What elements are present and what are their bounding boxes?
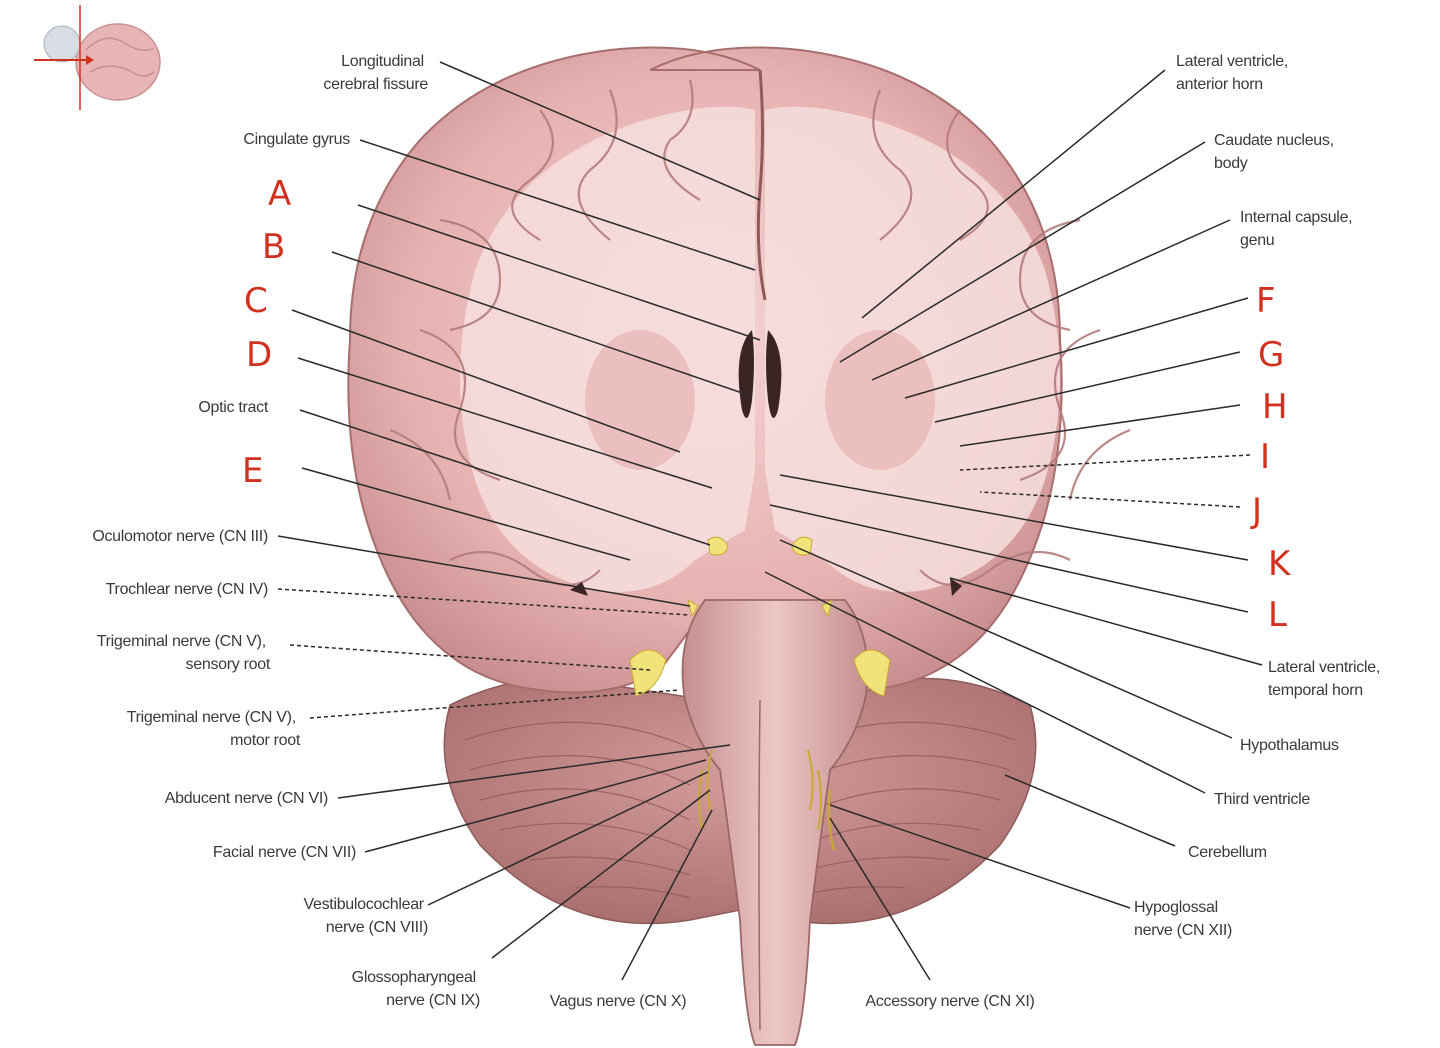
letter-e: E [242,451,263,491]
letter-l: L [1268,595,1287,635]
letter-k: K [1268,544,1292,584]
label-lateral-ventricle-temporal: Lateral ventricle, temporal horn [1268,659,1384,699]
letter-b: B [262,227,285,267]
label-third-ventricle: Third ventricle [1214,791,1310,808]
label-trochlear-nerve: Trochlear nerve (CN IV) [106,581,268,598]
letter-g: G [1258,335,1284,375]
letter-j: J [1250,491,1262,531]
letter-d: D [246,335,272,375]
label-internal-capsule: Internal capsule, genu [1240,209,1356,249]
label-trigeminal-motor: Trigeminal nerve (CN V), motor root [127,709,301,749]
letter-h: H [1262,387,1288,427]
label-accessory-nerve: Accessory nerve (CN XI) [865,993,1034,1010]
letter-c: C [244,281,268,321]
annotation-letters-right: F G H I J K L [1250,281,1292,635]
label-lateral-ventricle-anterior: Lateral ventricle, anterior horn [1176,53,1292,93]
label-cingulate-gyrus: Cingulate gyrus [243,131,350,148]
label-longitudinal-fissure: Longitudinal cerebral fissure [323,53,428,93]
letter-f: F [1256,281,1276,321]
label-abducent-nerve: Abducent nerve (CN VI) [165,790,328,807]
labels-left: Longitudinal cerebral fissure Cingulate … [92,53,686,1010]
label-oculomotor-nerve: Oculomotor nerve (CN III) [92,528,268,545]
label-hypoglossal-nerve: Hypoglossal nerve (CN XII) [1134,899,1232,939]
label-optic-tract: Optic tract [198,399,268,416]
labels-right: Lateral ventricle, anterior horn Caudate… [865,53,1384,1010]
label-trigeminal-sensory: Trigeminal nerve (CN V), sensory root [97,633,271,673]
cranial-nerve-stubs [629,536,891,697]
label-vestibulocochlear-nerve: Vestibulocochlear nerve (CN VIII) [304,896,428,936]
label-caudate-nucleus: Caudate nucleus, body [1214,132,1338,172]
label-hypothalamus: Hypothalamus [1240,737,1339,754]
leader-lines-left [277,61,761,981]
label-cerebellum: Cerebellum [1188,844,1267,861]
orientation-thumbnail-icon [34,5,161,110]
letter-i: I [1260,437,1270,477]
letter-a: A [268,174,291,214]
annotation-letters-left: A B C D E [242,174,291,491]
brainstem-shape [681,599,869,1046]
cerebrum-shape [347,46,1131,694]
label-vagus-nerve: Vagus nerve (CN X) [550,993,687,1010]
lower-nerve-fibers [698,749,835,851]
label-glossopharyngeal-nerve: Glossopharyngeal nerve (CN IX) [352,969,480,1009]
label-facial-nerve: Facial nerve (CN VII) [213,844,356,861]
leader-lines-right [764,69,1263,981]
